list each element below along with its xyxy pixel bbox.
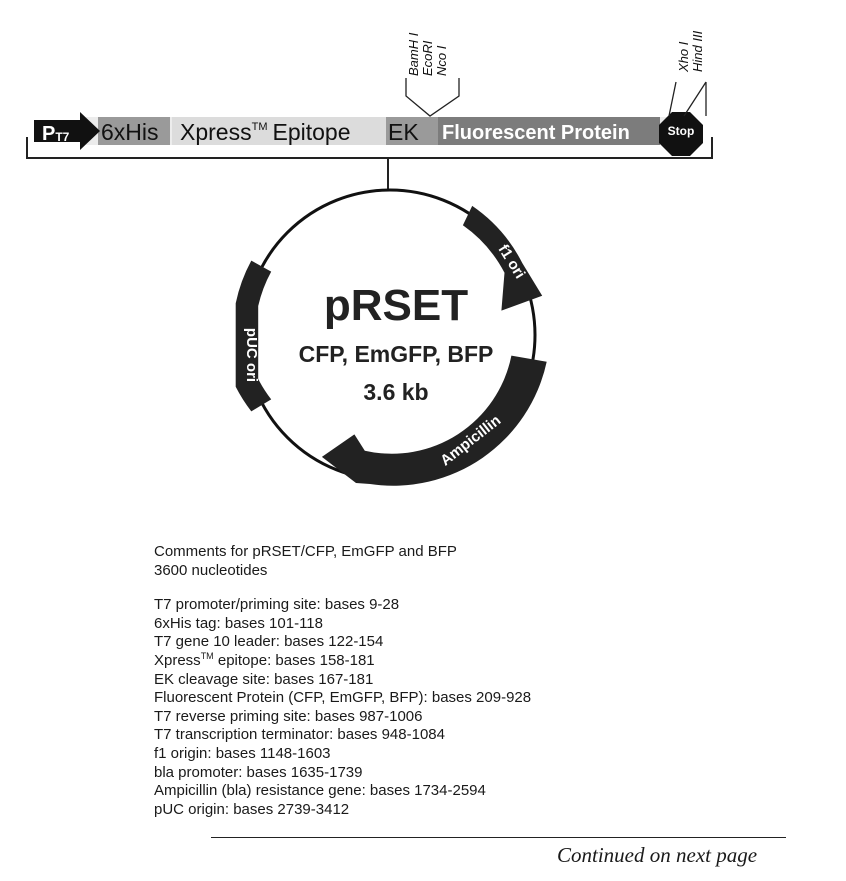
stop-icon	[659, 112, 703, 156]
cassette-bracket	[26, 137, 713, 159]
ampicillin-arrow	[321, 355, 547, 486]
bamhi-site: BamH I	[406, 32, 421, 76]
f1-ori-arrow	[462, 205, 543, 311]
footer-rule	[211, 837, 786, 838]
feature-line: XpressTM epitope: bases 158-181	[154, 650, 375, 669]
feature-line: T7 transcription terminator: bases 948-1…	[154, 726, 445, 744]
hindiii-site: Hind III	[690, 30, 705, 72]
right-sites-bracket	[668, 81, 707, 117]
continued-link[interactable]: Continued on next page	[557, 843, 758, 867]
xpress-region	[172, 117, 386, 145]
plasmid-size: 3.6 kb	[363, 379, 428, 405]
comments-length: 3600 nucleotides	[154, 561, 268, 579]
feature-line: pUC origin: bases 2739-3412	[154, 800, 350, 818]
comments-title: Comments for pRSET/CFP, EmGFP and BFP	[154, 543, 457, 560]
promoter-label: PT7	[42, 123, 70, 145]
feature-line: EK cleavage site: bases 167-181	[154, 670, 374, 688]
ek-label: EK	[388, 119, 419, 145]
his-tag-label: 6xHis	[101, 119, 159, 145]
feature-line: T7 promoter/priming site: bases 9-28	[154, 596, 400, 614]
feature-line: T7 gene 10 leader: bases 122-154	[154, 633, 384, 651]
feature-line: f1 origin: bases 1148-1603	[154, 744, 331, 762]
comments-block: Comments for pRSET/CFP, EmGFP and BFP 36…	[154, 543, 754, 819]
promoter-arrow	[34, 112, 100, 150]
feature-line: bla promoter: bases 1635-1739	[154, 763, 363, 781]
ecori-site: EcoRI	[420, 40, 435, 76]
puc-ori-label: pUC ori	[243, 328, 260, 382]
feature-line: Ampicillin (bla) resistance gene: bases …	[154, 782, 486, 800]
puc-ori-block	[235, 260, 272, 412]
ncoi-site: Nco I	[434, 45, 449, 76]
fluorescent-protein-label: Fluorescent Protein	[442, 122, 630, 144]
stop-label: Stop	[668, 124, 695, 138]
feature-line: Fluorescent Protein (CFP, EmGFP, BFP): b…	[154, 689, 532, 707]
xhoi-site: Xho I	[676, 41, 691, 73]
ek-region	[386, 117, 438, 145]
feature-line: T7 reverse priming site: bases 987-1006	[154, 707, 423, 725]
fluorescent-region	[438, 117, 660, 145]
left-sites-bracket	[405, 78, 460, 117]
plasmid-name: pRSET	[324, 281, 468, 330]
trademark-mark: TM	[200, 650, 214, 661]
plasmid-variants: CFP, EmGFP, BFP	[299, 341, 494, 367]
feature-line: 6xHis tag: bases 101-118	[154, 614, 323, 632]
his-tag-region	[98, 117, 170, 145]
